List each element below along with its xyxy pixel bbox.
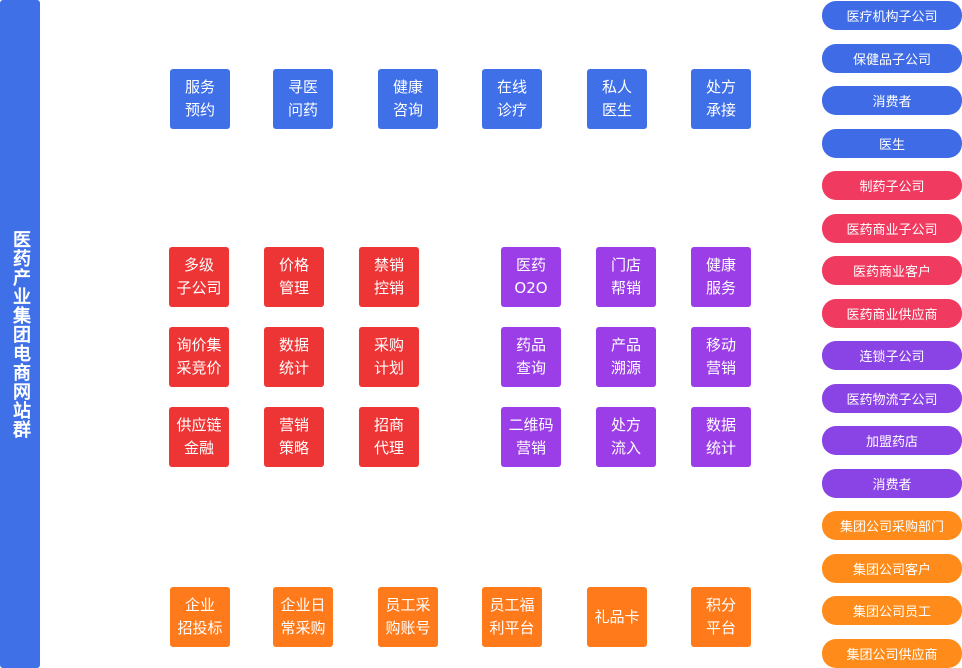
tile-data-statistics-purple[interactable]: 数据 统计 (691, 407, 751, 467)
tile-inquiry-bidding[interactable]: 询价集 采竞价 (169, 327, 229, 387)
pill-consumer-blue[interactable]: 消费者 (822, 86, 962, 115)
pill-commerce-customer[interactable]: 医药商业客户 (822, 256, 962, 285)
tile-service-booking[interactable]: 服务 预约 (170, 69, 230, 129)
tile-sales-control[interactable]: 禁销 控销 (359, 247, 419, 307)
tile-staff-welfare[interactable]: 员工福 利平台 (482, 587, 542, 647)
sidebar-title: 医药产业集团电商网站群 (10, 229, 31, 439)
pill-logistics-subsidiary[interactable]: 医药物流子公司 (822, 384, 962, 413)
tile-marketing-strategy[interactable]: 营销 策略 (264, 407, 324, 467)
pill-franchise-pharmacy[interactable]: 加盟药店 (822, 426, 962, 455)
tile-points-platform[interactable]: 积分 平台 (691, 587, 751, 647)
sidebar-title-bar: 医药产业集团电商网站群 (0, 0, 40, 668)
tile-find-doctor[interactable]: 寻医 问药 (273, 69, 333, 129)
tile-online-diagnosis[interactable]: 在线 诊疗 (482, 69, 542, 129)
pill-commerce-subsidiary[interactable]: 医药商业子公司 (822, 214, 962, 243)
pill-commerce-supplier[interactable]: 医药商业供应商 (822, 299, 962, 328)
tile-pharma-o2o[interactable]: 医药 O2O (501, 247, 561, 307)
tile-multi-subsidiary[interactable]: 多级 子公司 (169, 247, 229, 307)
tile-health-service[interactable]: 健康 服务 (691, 247, 751, 307)
pill-medical-institution[interactable]: 医疗机构子公司 (822, 1, 962, 30)
pill-consumer-purple[interactable]: 消费者 (822, 469, 962, 498)
tile-private-doctor[interactable]: 私人 医生 (587, 69, 647, 129)
tile-daily-procurement[interactable]: 企业日 常采购 (273, 587, 333, 647)
tile-investment-agency[interactable]: 招商 代理 (359, 407, 419, 467)
tile-store-sales-help[interactable]: 门店 帮销 (596, 247, 656, 307)
tile-qrcode-marketing[interactable]: 二维码 营销 (501, 407, 561, 467)
tile-gift-card[interactable]: 礼品卡 (587, 587, 647, 647)
tile-supply-chain-finance[interactable]: 供应链 金融 (169, 407, 229, 467)
tile-price-management[interactable]: 价格 管理 (264, 247, 324, 307)
tile-health-consult[interactable]: 健康 咨询 (378, 69, 438, 129)
pill-health-products[interactable]: 保健品子公司 (822, 44, 962, 73)
tile-purchase-plan[interactable]: 采购 计划 (359, 327, 419, 387)
tile-mobile-marketing[interactable]: 移动 营销 (691, 327, 751, 387)
pill-doctor[interactable]: 医生 (822, 129, 962, 158)
pill-group-supplier[interactable]: 集团公司供应商 (822, 639, 962, 668)
tile-prescription-inflow[interactable]: 处方 流入 (596, 407, 656, 467)
pill-group-customer[interactable]: 集团公司客户 (822, 554, 962, 583)
tile-data-statistics-red[interactable]: 数据 统计 (264, 327, 324, 387)
tile-enterprise-bidding[interactable]: 企业 招投标 (170, 587, 230, 647)
pill-chain-subsidiary[interactable]: 连锁子公司 (822, 341, 962, 370)
pill-group-staff[interactable]: 集团公司员工 (822, 596, 962, 625)
pill-pharma-subsidiary[interactable]: 制药子公司 (822, 171, 962, 200)
tile-product-trace[interactable]: 产品 溯源 (596, 327, 656, 387)
tile-prescription-intake[interactable]: 处方 承接 (691, 69, 751, 129)
tile-staff-purchase-account[interactable]: 员工采 购账号 (378, 587, 438, 647)
tile-drug-query[interactable]: 药品 查询 (501, 327, 561, 387)
pill-group-procurement[interactable]: 集团公司采购部门 (822, 511, 962, 540)
